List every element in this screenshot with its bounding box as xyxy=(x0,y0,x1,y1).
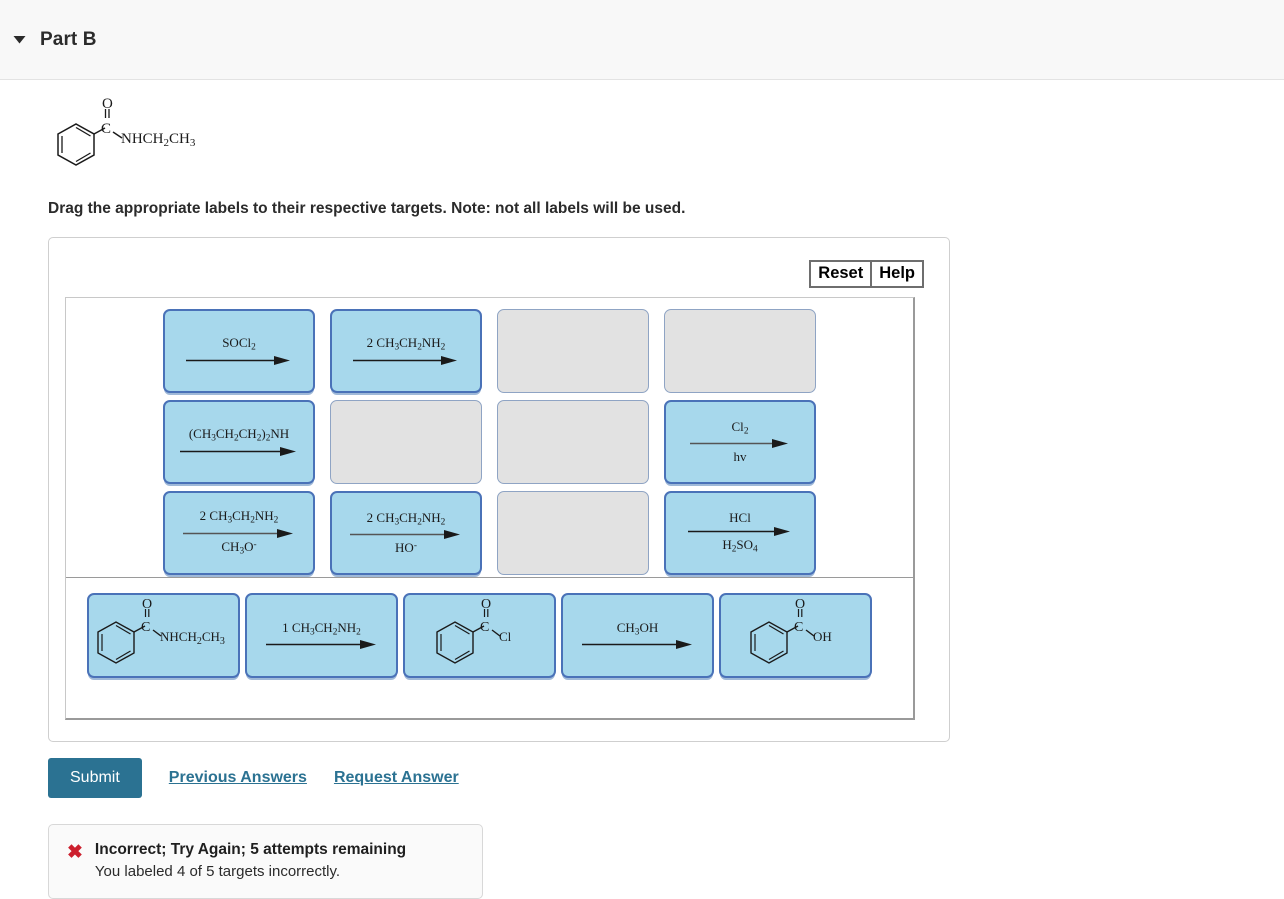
target-grid: SOCl2 2 CH3CH2NH2 xyxy=(163,305,816,578)
question-body: C O NHCH2CH3 Drag the appropriate labels… xyxy=(0,96,1284,899)
target-tile-empty[interactable] xyxy=(497,400,649,484)
reaction-condition: 1 CH3CH2NH2 xyxy=(265,619,378,650)
svg-text:Cl: Cl xyxy=(499,629,512,644)
target-tile[interactable]: 2 CH3CH2NH2 CH3O- xyxy=(163,491,315,575)
svg-text:C: C xyxy=(480,620,489,635)
reaction-arrow-icon xyxy=(180,446,296,456)
reaction-arrow-icon xyxy=(186,355,290,365)
reagent-below: hv xyxy=(733,449,747,465)
svg-text:O: O xyxy=(795,597,805,612)
target-tile[interactable]: Cl2 hv xyxy=(664,400,816,484)
label-tile-carboxylic-acid[interactable]: C O OH xyxy=(719,593,872,678)
structure-carboxylic-acid: C O OH xyxy=(721,595,870,676)
reagent-above: 1 CH3CH2NH2 xyxy=(282,619,361,638)
target-tile[interactable]: (CH3CH2CH2)2NH xyxy=(163,400,315,484)
x-mark-icon: ✖ xyxy=(67,842,83,863)
structure-acid-chloride: C O Cl xyxy=(405,595,554,676)
svg-text:C: C xyxy=(141,620,150,635)
action-row: Submit Previous Answers Request Answer xyxy=(48,758,1284,798)
reagent-above: (CH3CH2CH2)2NH xyxy=(188,426,290,444)
svg-text:NHCH2CH3: NHCH2CH3 xyxy=(121,131,196,149)
reagent-above: 2 CH3CH2NH2 xyxy=(366,335,446,353)
reaction-condition: CH3OH xyxy=(581,619,694,650)
reaction-condition: (CH3CH2CH2)2NH xyxy=(180,427,298,456)
target-tile-empty[interactable] xyxy=(330,400,482,484)
reaction-condition: SOCl2 xyxy=(186,336,292,365)
feedback-text: Incorrect; Try Again; 5 attempts remaini… xyxy=(95,841,406,880)
instructions-text: Drag the appropriate labels to their res… xyxy=(48,200,686,217)
svg-text:OH: OH xyxy=(813,629,832,644)
label-tile-amide[interactable]: C O NHCH2CH3 xyxy=(87,593,240,678)
reaction-arrow-icon xyxy=(353,355,457,365)
structure-amide: C O NHCH2CH3 xyxy=(89,595,238,676)
reagent-below: HO- xyxy=(395,540,417,556)
reagent-above: CH3OH xyxy=(616,619,659,638)
reagent-above: 2 CH3CH2NH2 xyxy=(366,510,446,528)
label-bank: C O NHCH2CH3 1 CH3CH2NH2 xyxy=(87,593,872,678)
previous-answers-link[interactable]: Previous Answers xyxy=(168,769,307,786)
reagent-above: 2 CH3CH2NH2 xyxy=(199,508,279,526)
feedback-title: Incorrect; Try Again; 5 attempts remaini… xyxy=(94,841,407,858)
svg-text:C: C xyxy=(794,620,803,635)
reagent-below: H2SO4 xyxy=(722,536,758,555)
label-tile-acid-chloride[interactable]: C O Cl xyxy=(403,593,556,678)
target-tile-empty[interactable] xyxy=(497,491,649,575)
triangle-down-icon[interactable] xyxy=(8,29,30,51)
label-tile-reaction[interactable]: 1 CH3CH2NH2 xyxy=(245,593,398,678)
dnd-toolbar: Reset Help xyxy=(809,260,924,288)
reset-button[interactable]: Reset xyxy=(809,260,872,288)
target-tile-empty[interactable] xyxy=(497,309,649,393)
svg-text:O: O xyxy=(102,96,113,112)
reaction-arrow-icon xyxy=(688,526,790,536)
reaction-condition: 2 CH3CH2NH2 CH3O- xyxy=(183,509,295,556)
svg-text:NHCH2CH3: NHCH2CH3 xyxy=(160,629,225,647)
request-answer-link[interactable]: Request Answer xyxy=(333,769,459,786)
reaction-arrow-icon xyxy=(690,439,788,449)
reaction-arrow-icon xyxy=(265,640,376,650)
part-header: Part B xyxy=(0,0,1284,80)
target-tile-empty[interactable] xyxy=(664,309,816,393)
label-tile-reaction[interactable]: CH3OH xyxy=(561,593,714,678)
svg-text:O: O xyxy=(142,597,152,612)
target-tile[interactable]: HCl H2SO4 xyxy=(664,491,816,575)
dnd-stage: SOCl2 2 CH3CH2NH2 xyxy=(65,297,915,720)
svg-text:O: O xyxy=(481,597,491,612)
target-tile[interactable]: 2 CH3CH2NH2 xyxy=(330,309,482,393)
svg-text:C: C xyxy=(101,121,111,137)
reaction-arrow-icon xyxy=(183,528,293,538)
reaction-condition: 2 CH3CH2NH2 xyxy=(353,336,459,365)
reaction-condition: 2 CH3CH2NH2 HO- xyxy=(350,511,462,555)
reagent-above: HCl xyxy=(729,510,751,526)
drag-drop-panel: Reset Help SOCl2 xyxy=(48,237,950,742)
submit-button[interactable]: Submit xyxy=(48,758,142,798)
reagent-above: SOCl2 xyxy=(222,335,256,353)
reaction-condition: Cl2 hv xyxy=(690,420,790,464)
stage-divider xyxy=(66,577,913,578)
target-tile[interactable]: 2 CH3CH2NH2 HO- xyxy=(330,491,482,575)
reaction-condition: HCl H2SO4 xyxy=(688,511,792,555)
reagent-below: CH3O- xyxy=(221,538,257,556)
reaction-arrow-icon xyxy=(581,640,692,650)
help-button[interactable]: Help xyxy=(871,260,924,288)
reaction-arrow-icon xyxy=(350,530,460,540)
feedback-detail: You labeled 4 of 5 targets incorrectly. xyxy=(94,863,341,880)
feedback-box: ✖ Incorrect; Try Again; 5 attempts remai… xyxy=(48,824,483,899)
target-tile[interactable]: SOCl2 xyxy=(163,309,315,393)
question-structure-figure: C O NHCH2CH3 xyxy=(48,96,1284,176)
reagent-above: Cl2 xyxy=(731,419,749,437)
page-title: Part B xyxy=(40,28,97,50)
